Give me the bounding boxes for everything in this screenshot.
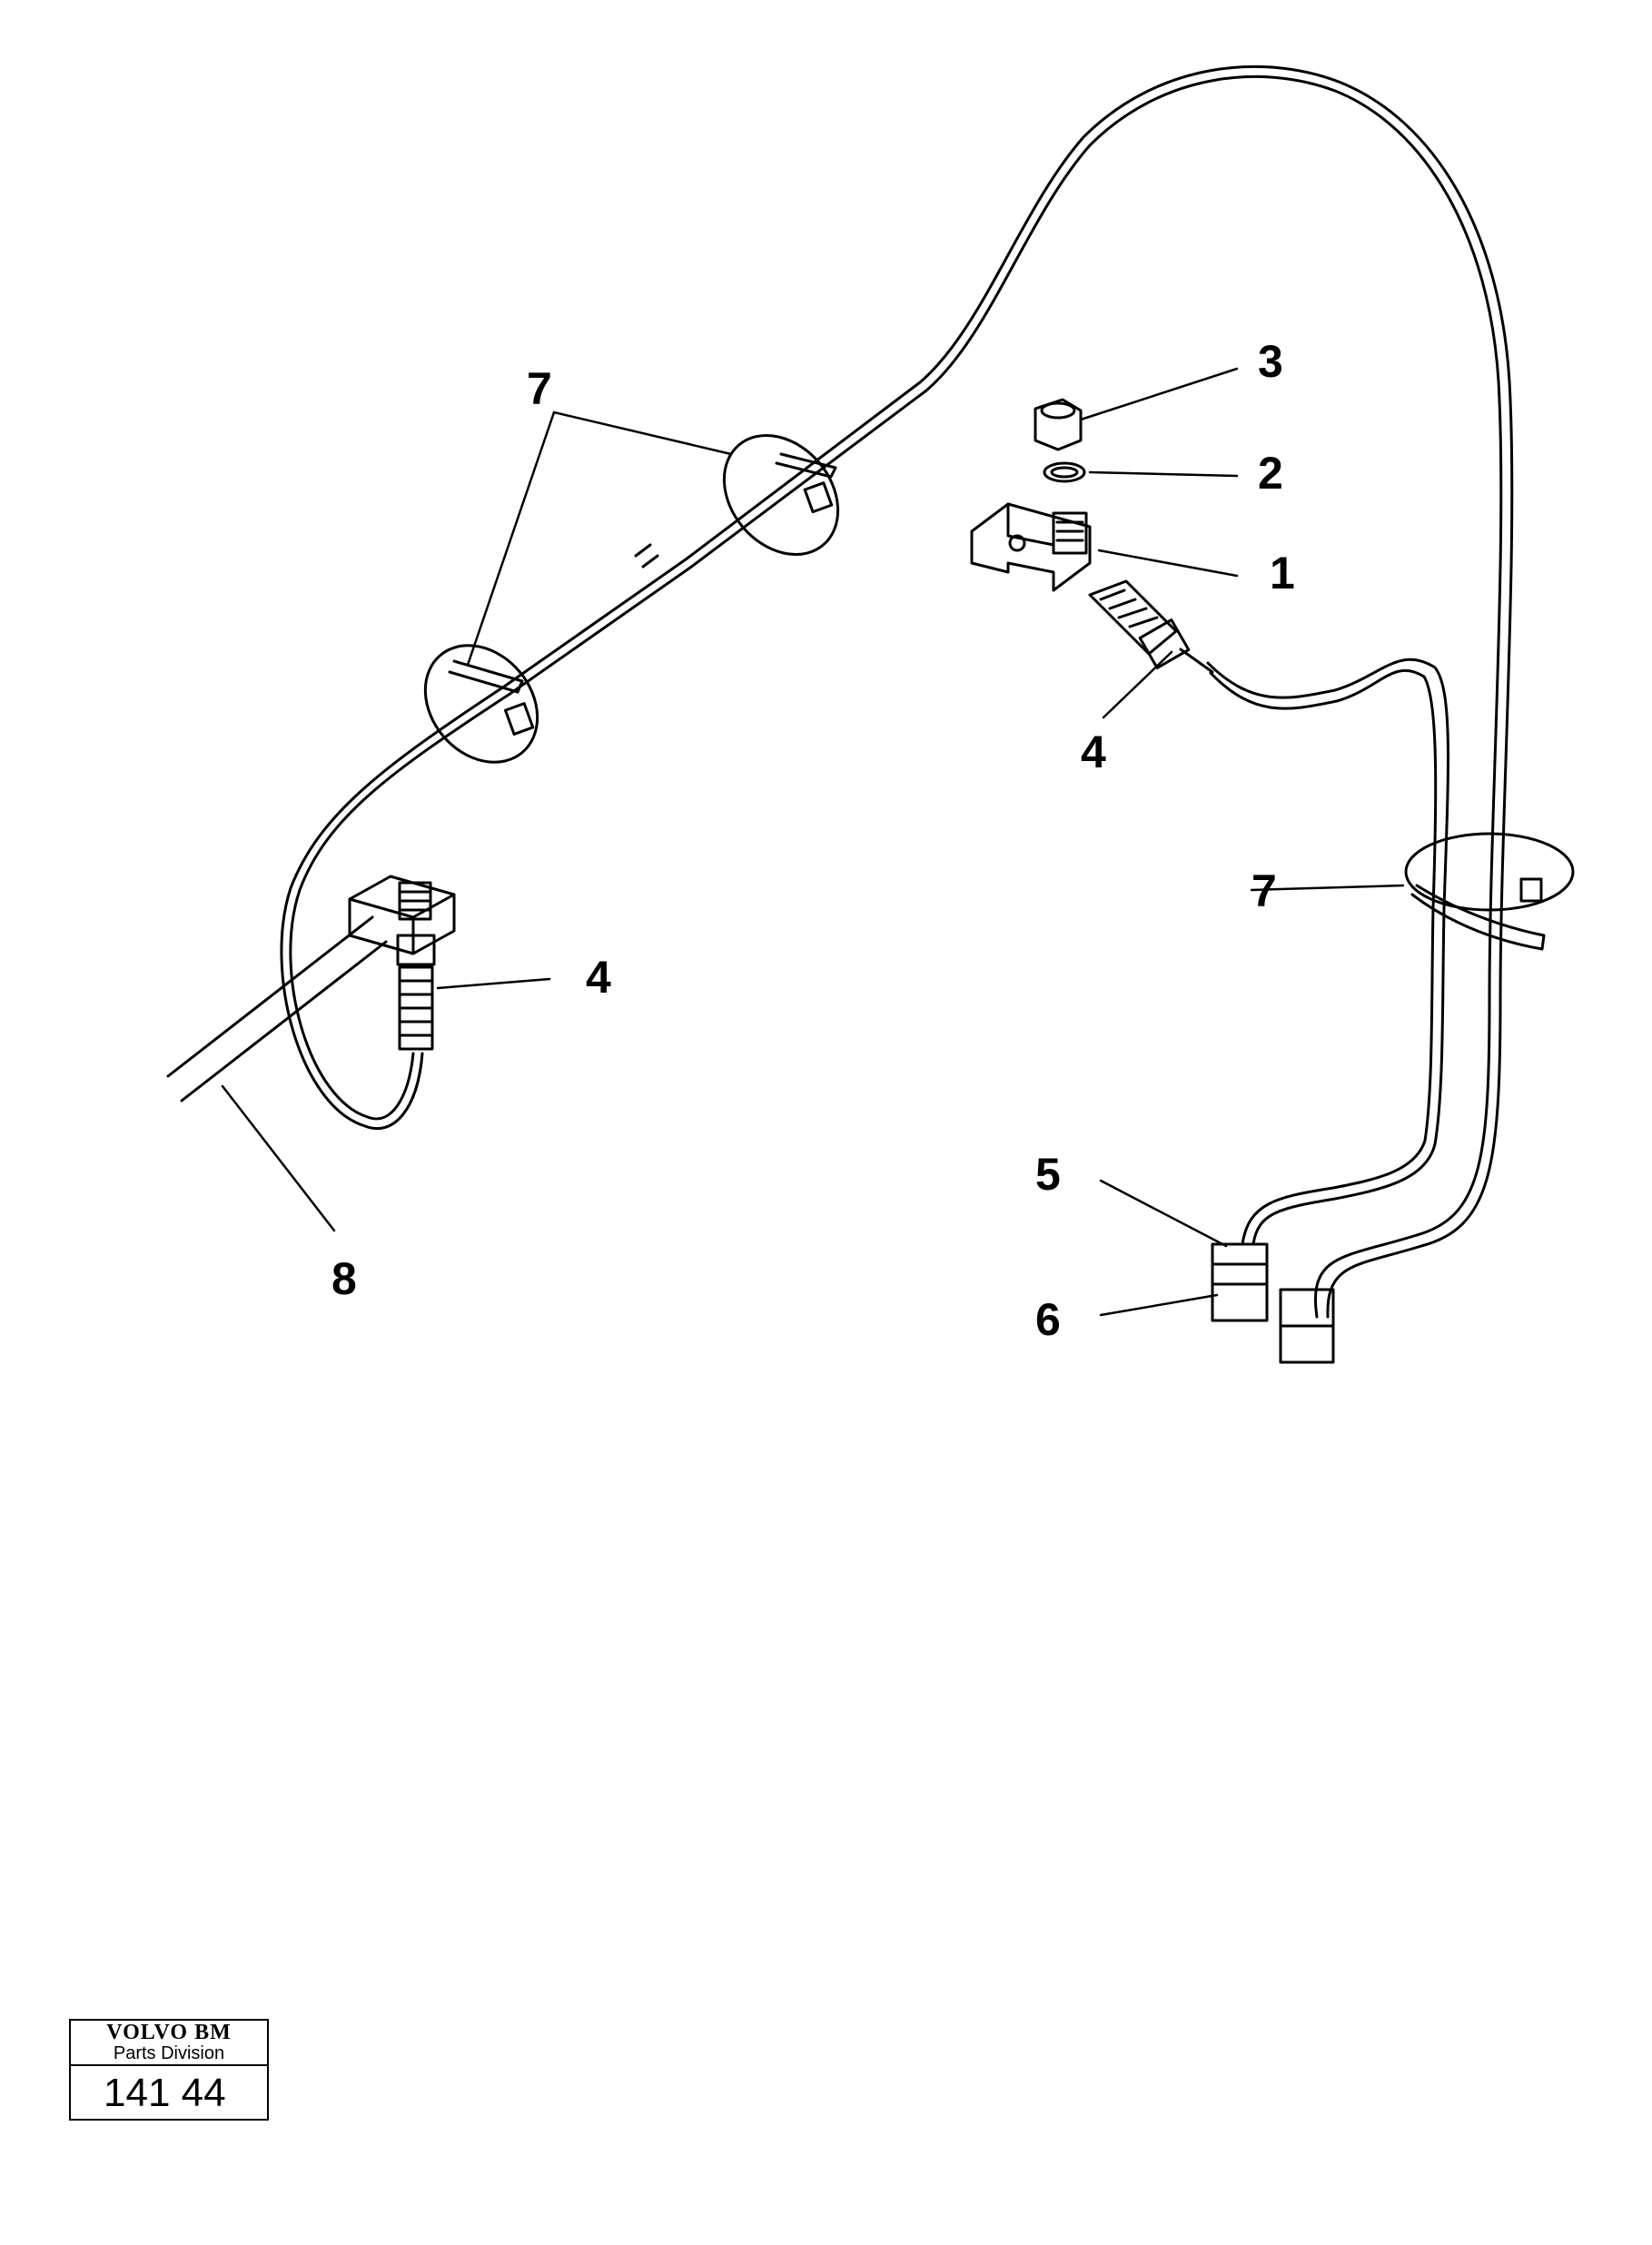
connector-plug (1211, 1242, 1269, 1286)
cable-tie-right (1404, 832, 1575, 951)
callout-7-right: 7 (1251, 865, 1277, 916)
parts-stamp: VOLVO BM Parts Division 141 44 (69, 2019, 269, 2121)
bracket (970, 502, 1092, 592)
washer (1043, 461, 1086, 483)
callout-7-left: 7 (527, 363, 552, 414)
stamp-brand: VOLVO BM (106, 2021, 232, 2044)
connector-socket (1211, 1282, 1335, 1364)
callout-1: 1 (1270, 548, 1295, 598)
sensor-left (396, 881, 436, 1051)
bolt (1052, 511, 1088, 555)
leader-lines (221, 367, 1405, 1317)
callout-8: 8 (331, 1253, 357, 1304)
sensor-left-bracket (348, 875, 456, 955)
callout-3: 3 (1258, 336, 1283, 387)
callout-4-left: 4 (586, 952, 611, 1003)
cable-break (634, 543, 659, 569)
sensor-cable (280, 64, 1514, 1319)
stamp-division: Parts Division (71, 2044, 267, 2066)
cable-tie-middle (423, 644, 539, 764)
sensor-right (1088, 579, 1214, 674)
harness-bundle (166, 915, 388, 1103)
lock-nut (1034, 398, 1083, 451)
stamp-number: 141 44 (104, 2071, 226, 2115)
callout-5: 5 (1035, 1149, 1061, 1200)
cable-tie-upper (722, 433, 840, 557)
callout-6: 6 (1035, 1294, 1061, 1345)
callout-2: 2 (1258, 448, 1283, 499)
callout-4-right: 4 (1081, 727, 1106, 777)
